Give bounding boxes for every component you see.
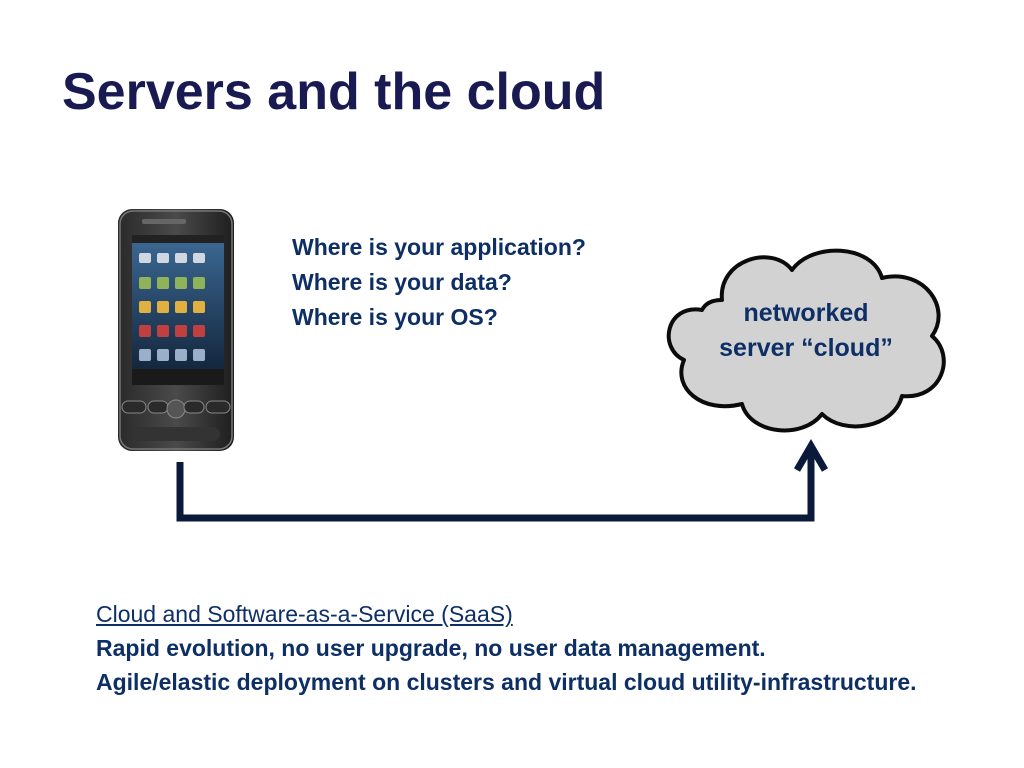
saas-line-2: Agile/elastic deployment on clusters and… — [96, 669, 917, 695]
question-application: Where is your application? — [292, 234, 586, 260]
cloud-label: networked server “cloud” — [662, 296, 950, 366]
cloud-label-line1: networked — [743, 299, 869, 327]
cloud-icon — [666, 248, 946, 433]
question-os: Where is your OS? — [292, 304, 498, 330]
slide-title: Servers and the cloud — [62, 63, 606, 121]
smartphone-icon — [118, 209, 234, 451]
saas-description: Cloud and Software-as-a-Service (SaaS) R… — [96, 597, 976, 699]
question-list: Where is your application? Where is your… — [292, 230, 586, 335]
cloud-label-line2: server “cloud” — [719, 334, 893, 362]
saas-heading: Cloud and Software-as-a-Service (SaaS) — [96, 601, 513, 627]
question-data: Where is your data? — [292, 269, 512, 295]
saas-line-1: Rapid evolution, no user upgrade, no use… — [96, 635, 766, 661]
